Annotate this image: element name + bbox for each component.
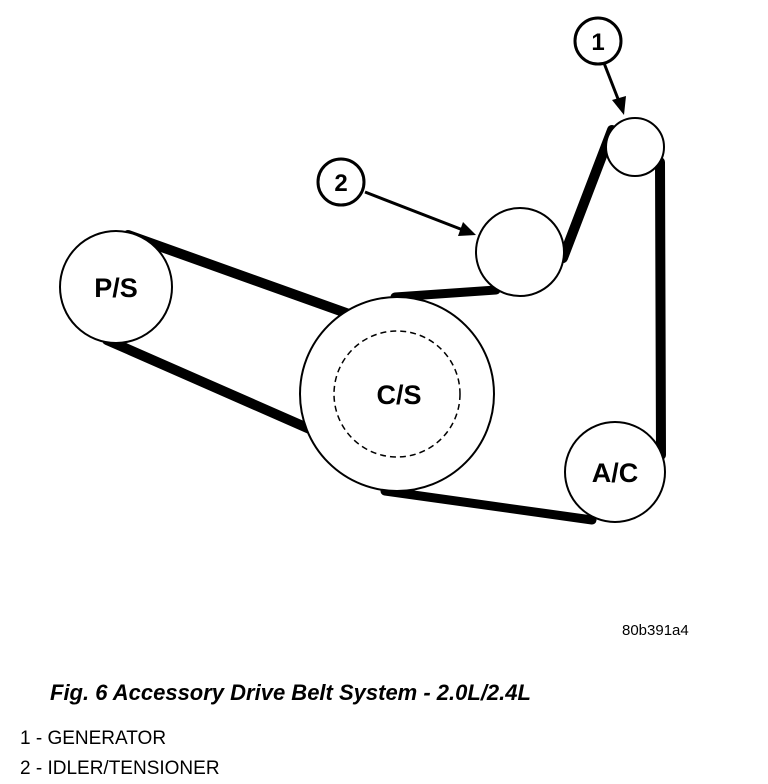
callout-1-number: 1: [591, 29, 604, 56]
belt-routing-diagram: P/S C/S A/C 1 2: [59, 16, 666, 525]
pulley-cs: C/S: [299, 296, 495, 492]
pulley-ac-label: A/C: [592, 458, 639, 488]
pulley-cs-label: C/S: [376, 380, 421, 410]
figure-caption: Fig. 6 Accessory Drive Belt System - 2.0…: [50, 680, 531, 705]
legend-item-generator: 1 - GENERATOR: [20, 728, 167, 749]
pulley-ps-label: P/S: [94, 273, 138, 303]
legend-item-idler-tensioner: 2 - IDLER/TENSIONER: [20, 758, 220, 779]
callout-1: 1: [573, 16, 626, 115]
pulley-ps: P/S: [59, 230, 173, 344]
pulley-generator: [605, 117, 665, 177]
callout-2-number: 2: [334, 170, 347, 197]
belt-idler-to-generator: [558, 125, 617, 263]
pulley-cs-inner-dashed: [333, 330, 461, 458]
belt-generator-to-ac: [655, 157, 666, 460]
figure-reference-code: 80b391a4: [622, 622, 689, 639]
belt-cs-to-idler: [390, 285, 501, 302]
belt-cs-to-ac: [380, 486, 597, 525]
callout-2: 2: [316, 157, 476, 236]
legend-list: 1 - GENERATOR 2 - IDLER/TENSIONER: [20, 724, 220, 784]
pulley-idler: [475, 207, 565, 297]
pulley-ac: A/C: [564, 421, 666, 523]
